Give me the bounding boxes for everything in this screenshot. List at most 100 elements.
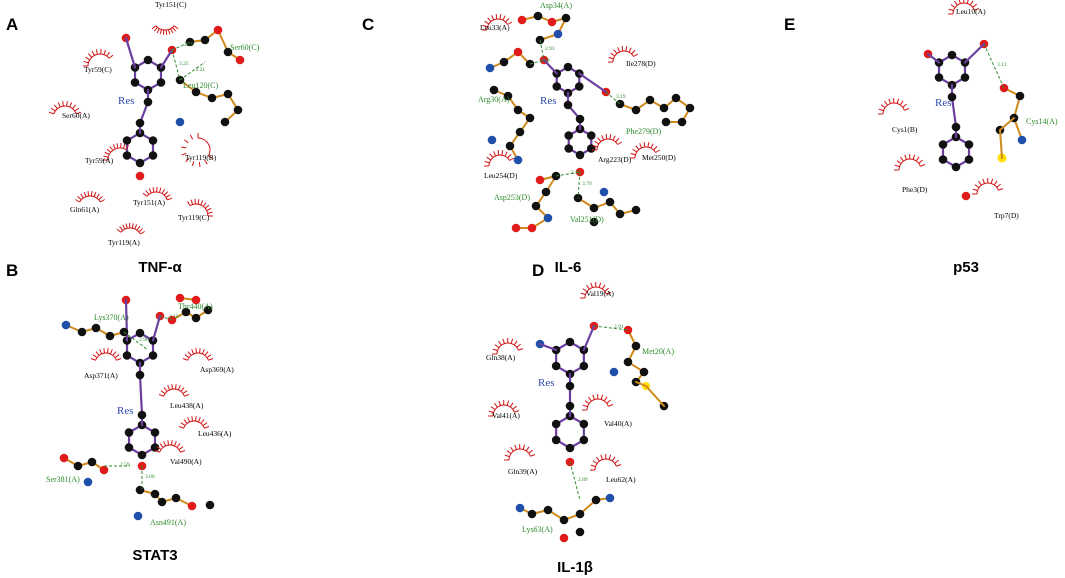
bond	[578, 72, 608, 94]
hydrophobic-contact-arc	[48, 101, 82, 115]
hydrophobic-contact-arc	[592, 134, 623, 151]
atom	[517, 15, 527, 25]
atom	[547, 17, 557, 27]
atom	[191, 313, 201, 323]
atom	[677, 117, 687, 127]
bond	[542, 58, 558, 75]
atom	[205, 500, 215, 510]
hbond-distance: 3.21	[196, 67, 206, 73]
atom	[947, 92, 957, 102]
hydrophobic-contact-arc	[151, 25, 179, 35]
atom	[525, 59, 535, 69]
atom	[934, 73, 944, 82]
atom	[671, 93, 681, 103]
atom	[605, 197, 615, 207]
atom	[631, 205, 641, 215]
atom	[135, 118, 145, 128]
panel-c: CIL-6Res2.932.983.192.763.70Asp34(A)Arg3…	[362, 1, 695, 276]
atom	[579, 435, 589, 445]
hbond-distance: 3.18	[169, 314, 179, 320]
aromatic-ring	[127, 423, 157, 457]
bond	[582, 324, 596, 352]
atom	[1015, 91, 1025, 101]
atom	[181, 307, 191, 317]
panel-c-label: C	[362, 15, 374, 34]
atom	[574, 82, 584, 91]
residue-bond	[171, 309, 209, 321]
ligand-bond	[566, 91, 582, 131]
atom	[615, 99, 625, 109]
hydrophobic-contact-arc	[878, 97, 910, 115]
bond	[926, 52, 941, 64]
panel-b: BSTAT3Res2.963.182.593.06Lys370(A)Thr440…	[6, 261, 234, 564]
atom	[148, 136, 158, 145]
ligand-label: Res	[540, 95, 557, 107]
hydrogen-bond	[179, 61, 206, 81]
atom	[527, 223, 537, 233]
hydrophobic-residue: Val19(A)	[586, 289, 614, 298]
hydrophobic-residue: Tyr119(A)	[108, 238, 140, 247]
hydrogen-bond	[983, 43, 1005, 89]
hydrophobic-residue: Val40(A)	[604, 419, 632, 428]
panel-d: DIL-1βRes2.912.89Met20(A)Lys63(A)Val19(A…	[486, 261, 674, 576]
hydrophobic-residue: Leu62(A)	[606, 475, 636, 484]
bond	[538, 342, 558, 352]
atom	[505, 141, 515, 151]
atom	[220, 117, 230, 127]
atom	[191, 295, 201, 305]
atom	[623, 325, 633, 335]
bond	[151, 314, 162, 342]
atom	[489, 85, 499, 95]
atom	[559, 533, 569, 543]
residue-bond	[139, 489, 193, 507]
hydrophobic-contact-arc	[482, 14, 513, 31]
atom	[591, 495, 601, 505]
atom	[133, 511, 143, 521]
atom	[575, 114, 585, 124]
hydrophobic-contact-arc	[83, 48, 114, 67]
hydrophobic-contact-arc	[492, 337, 524, 355]
atom	[623, 357, 633, 367]
atom	[609, 367, 619, 377]
hydrophobic-residue: Leu10(A)	[956, 7, 986, 16]
hydrophobic-contact-arc	[181, 133, 213, 167]
atom	[135, 328, 145, 338]
ligand-label: Res	[935, 97, 952, 109]
aromatic-ring	[133, 58, 163, 92]
panel-e-title: p53	[953, 259, 979, 276]
hbond-partner: Val251(D)	[570, 215, 604, 224]
atom	[947, 50, 957, 60]
atom	[551, 419, 561, 429]
atom	[645, 95, 655, 105]
panel-d-title: IL-1β	[557, 559, 593, 576]
atom	[575, 509, 585, 519]
atom	[511, 223, 521, 233]
hydrophobic-residue: Gln38(A)	[486, 353, 516, 362]
atom	[91, 323, 101, 333]
atom	[543, 213, 553, 223]
panel-c-title: IL-6	[555, 259, 582, 276]
hydrophobic-contact-arc	[90, 348, 122, 361]
atom	[122, 136, 132, 145]
aromatic-ring	[555, 414, 585, 450]
hydrophobic-contact-arc	[103, 142, 129, 161]
hydrophobic-residue: Cys1(B)	[892, 125, 918, 134]
hbond-distance: 2.79	[184, 42, 194, 48]
atom	[563, 100, 573, 110]
atom	[575, 150, 585, 160]
atom	[233, 105, 243, 115]
hydrogen-bond	[171, 49, 181, 81]
bond	[963, 42, 986, 64]
hbond-partner: Leu120(C)	[183, 81, 218, 90]
hbond-partner: Cys14(A)	[1026, 117, 1058, 126]
atom	[586, 131, 596, 140]
atom	[563, 62, 573, 72]
hbond-partner: Phe279(D)	[626, 127, 661, 136]
atom	[143, 55, 153, 65]
atom	[135, 171, 145, 181]
atom	[525, 113, 535, 123]
atom	[551, 435, 561, 445]
atom	[565, 401, 575, 411]
atom	[175, 117, 185, 127]
residue-bond	[635, 381, 665, 407]
